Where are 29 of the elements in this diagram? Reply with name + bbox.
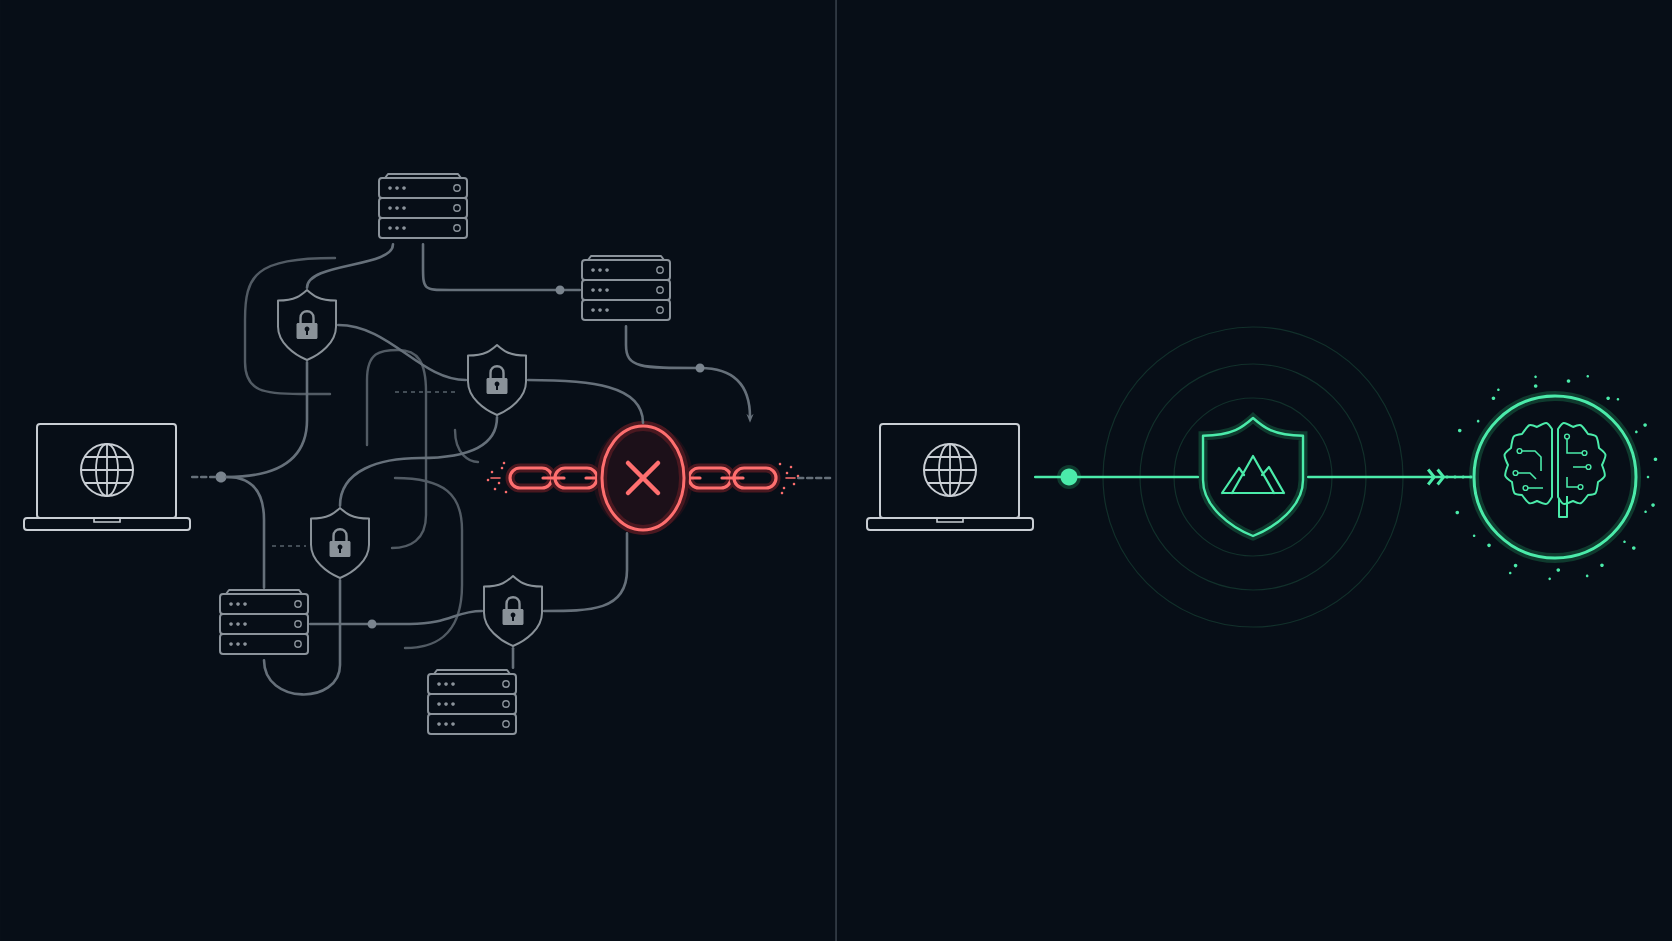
- server-icon: [581, 255, 671, 321]
- lock-shield-icon: [277, 289, 337, 361]
- lock-shield-icon: [310, 507, 370, 579]
- connector-line: [308, 609, 484, 626]
- laptop-icon: [866, 423, 1034, 531]
- server-icon: [378, 173, 468, 239]
- lock-shield-icon: [483, 575, 543, 647]
- arrow: [1306, 468, 1473, 486]
- connector-line: [305, 242, 395, 290]
- connector-line: [225, 475, 266, 590]
- connector-dot: [1057, 465, 1081, 489]
- broken-chain-icon: [486, 421, 800, 535]
- mountain-shield-icon: [1198, 413, 1308, 541]
- connector-line: [796, 476, 832, 480]
- connector-line: [336, 323, 468, 382]
- brain-icon: [1469, 391, 1641, 563]
- connector-line: [1033, 475, 1062, 479]
- connector-line: [338, 415, 499, 508]
- server-icon: [219, 589, 309, 655]
- connector-line: [1076, 475, 1200, 479]
- laptop-icon: [23, 423, 191, 531]
- server-icon: [427, 669, 517, 735]
- connector-line: [190, 475, 217, 479]
- lock-shield-icon: [467, 344, 527, 416]
- connector-line: [262, 578, 342, 696]
- connector-line: [526, 378, 645, 425]
- connector-line: [421, 242, 582, 292]
- connector-line: [511, 646, 515, 670]
- connector-line: [542, 531, 629, 613]
